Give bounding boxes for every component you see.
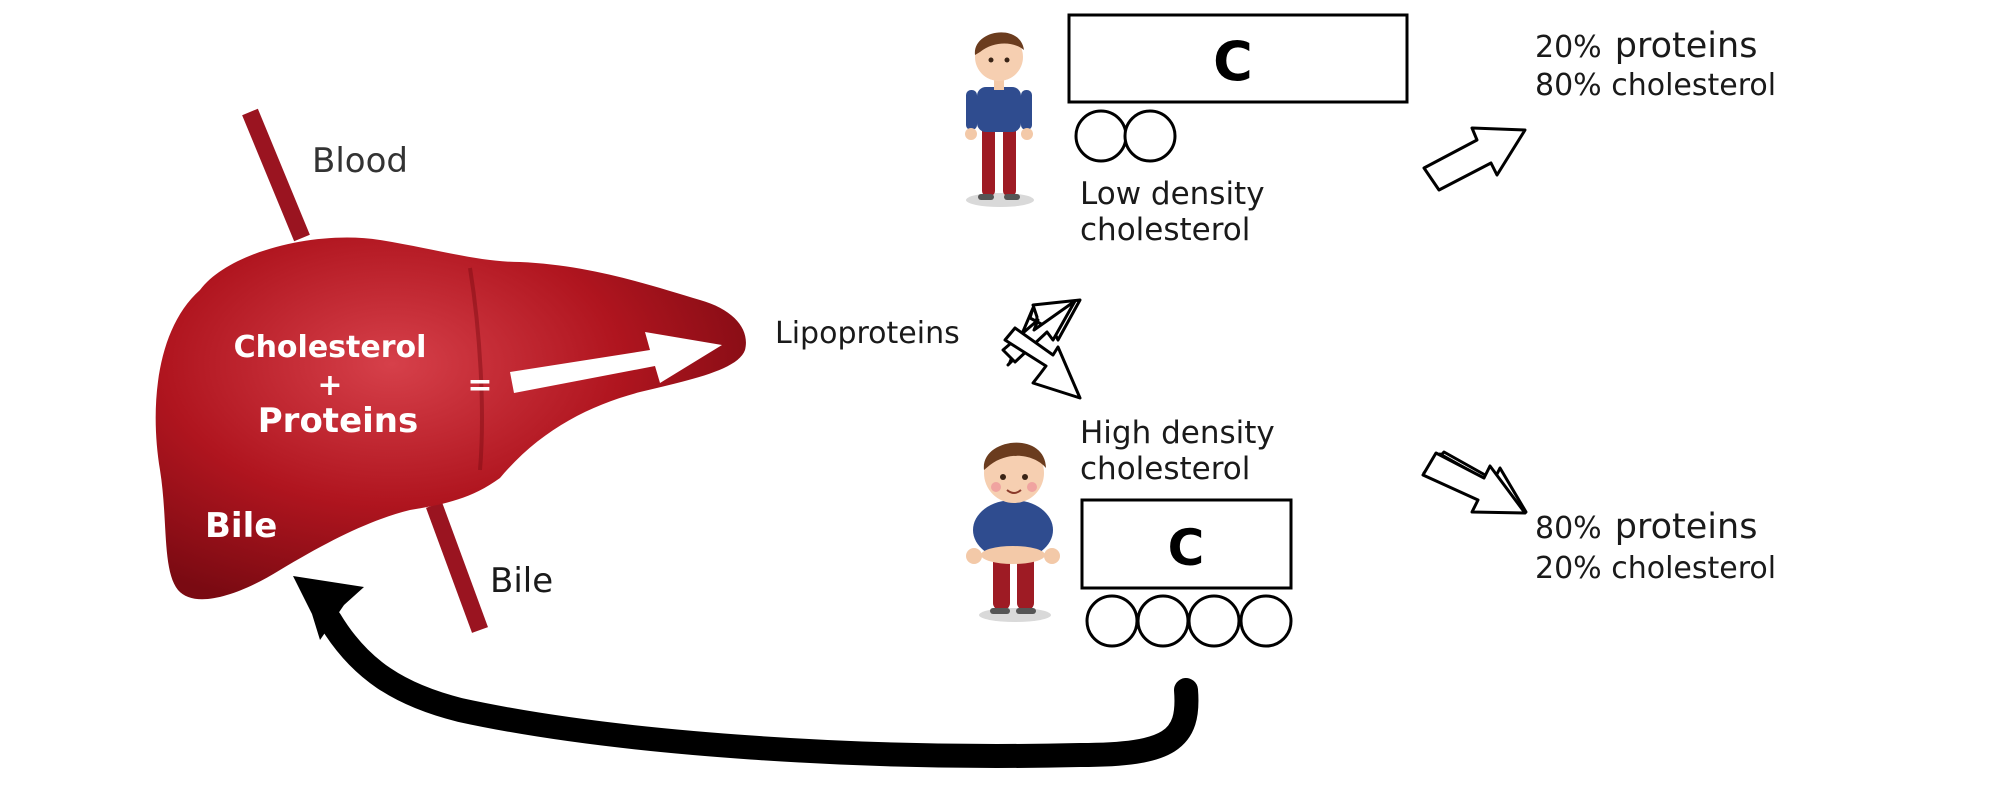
liver-text-plus: +: [317, 368, 342, 403]
hdl-pct-proteins-word: proteins: [1615, 507, 1758, 547]
hdl-pct-proteins: 80% proteins: [1535, 507, 1757, 547]
liver-crease: [468, 267, 484, 471]
ldl-pct-proteins-num: 20%: [1535, 30, 1602, 65]
ldl-result-arrow-icon: [1422, 126, 1527, 192]
hdl-label-line1: High density: [1080, 415, 1275, 451]
blood-vessel: [242, 108, 310, 242]
ldl-label-line2: cholesterol: [1080, 212, 1250, 248]
ldl-container-letter: C: [1213, 30, 1253, 93]
hdl-container-letter: C: [1168, 519, 1205, 577]
liver-icon: [155, 237, 746, 600]
return-arrowhead-icon: [293, 576, 364, 640]
hdl-label-line2: cholesterol: [1080, 451, 1250, 487]
ldl-container: [1067, 13, 1409, 104]
ldl-pct-cholesterol: 80% cholesterol: [1535, 68, 1776, 103]
blood-label: Blood: [312, 141, 408, 181]
ldl-label-line1: Low density: [1080, 176, 1265, 212]
liver-text-bile: Bile: [205, 506, 277, 546]
ldl-wheel: [1074, 109, 1128, 163]
ldl-wheel: [1123, 109, 1177, 163]
hdl-wheel: [1136, 594, 1190, 648]
liver-text-equals: =: [467, 368, 492, 403]
hdl-wheel: [1187, 594, 1241, 648]
outline-arrow-down-icon: [1003, 326, 1082, 400]
hdl-container: [1080, 498, 1293, 590]
curved-return-arrow-icon: [318, 608, 1199, 768]
bile-vessel-label: Bile: [490, 561, 553, 601]
bile-duct: [426, 502, 488, 633]
liver-text-proteins: Proteins: [258, 401, 418, 441]
liver-text-cholesterol: Cholesterol: [234, 330, 427, 365]
hdl-wheel: [1239, 594, 1293, 648]
hdl-result-arrow-outline: [1421, 451, 1527, 515]
liver-output-arrow-icon: [510, 332, 722, 393]
slim-boy-icon: [965, 32, 1034, 207]
hdl-wheel: [1085, 594, 1139, 648]
ldl-pct-proteins: 20% proteins: [1535, 26, 1757, 66]
lipoproteins-label: Lipoproteins: [775, 316, 960, 351]
chubby-boy-icon: [966, 442, 1060, 622]
ldl-pct-proteins-word: proteins: [1615, 26, 1758, 66]
hdl-pct-cholesterol: 20% cholesterol: [1535, 551, 1776, 586]
hdl-pct-proteins-num: 80%: [1535, 511, 1602, 546]
